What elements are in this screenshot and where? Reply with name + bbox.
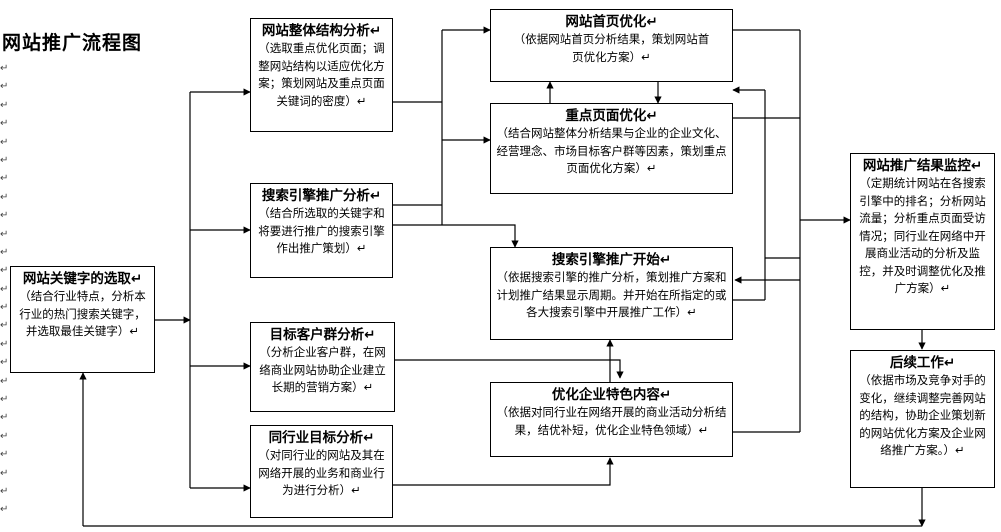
node-desc: （依据搜索引擎的推广分析，策划推广方案和计划推广结果显示周期。并开始在所指定的或…	[496, 270, 727, 319]
paragraph-mark: ↵	[0, 228, 9, 240]
node-title: 网站首页优化↵	[565, 14, 658, 30]
arrow-peer-to-feature	[393, 457, 614, 486]
node-title: 重点页面优化↵	[565, 108, 658, 124]
node-desc: （依据对同行业在网络开展的商业活动分析结果，结优补短，优化企业特色领域）↵	[496, 405, 727, 437]
paragraph-mark: ↵	[0, 338, 9, 350]
paragraph-mark: ↵	[0, 99, 9, 111]
paragraph-mark: ↵	[0, 118, 9, 130]
node-result-monitor: 网站推广结果监控↵ （定期统计网站在各搜索引擎中的排名；分析网站流量；分析重点页…	[850, 153, 995, 330]
paragraph-mark: ↵	[0, 302, 9, 314]
paragraph-mark: ↵	[0, 246, 9, 258]
paragraph-mark: ↵	[0, 430, 9, 442]
paragraph-mark: ↵	[0, 81, 9, 93]
page-title: 网站推广流程图	[2, 32, 143, 54]
node-followup-work: 后续工作↵ （依据市场及竞争对手的变化，继续调整完善网站的结构，协助企业策划新的…	[850, 350, 995, 488]
node-keypage-optimization: 重点页面优化↵ （结合网站整体分析结果与企业的企业文化、经营理念、市场目标客户群…	[490, 103, 733, 194]
paragraph-mark: ↵	[0, 357, 9, 369]
paragraph-mark: ↵	[0, 136, 9, 148]
paragraph-mark: ↵	[0, 283, 9, 295]
paragraph-mark: ↵	[0, 154, 9, 166]
node-peer-analysis: 同行业目标分析↵ （对同行业的网站及其在网络开展的业务和商业行为进行分析）↵	[250, 425, 393, 518]
node-title: 网站整体结构分析↵	[261, 23, 382, 39]
node-desc: （定期统计网站在各搜索引擎中的排名；分析网站流量；分析重点页面受访情况；同行业在…	[859, 176, 986, 295]
node-title: 优化企业特色内容↵	[551, 387, 672, 403]
arrow-search-to-start	[393, 224, 519, 248]
node-desc: （结合网站整体分析结果与企业的企业文化、经营理念、市场目标客户群等因素，策划重点…	[496, 126, 727, 175]
node-keyword-selection: 网站关键字的选取↵ （结合行业特点，分析本行业的热门搜索关键字，并选取最佳关键字…	[10, 266, 155, 373]
paragraph-mark: ↵	[0, 63, 9, 74]
node-title: 后续工作↵	[889, 355, 956, 371]
node-title: 搜索引擎推广开始↵	[551, 252, 672, 268]
paragraph-mark: ↵	[0, 191, 9, 203]
node-title: 网站推广结果监控↵	[862, 158, 983, 174]
node-desc: （依据市场及竞争对手的变化，继续调整完善网站的结构，协助企业策划新的网站优化方案…	[859, 373, 986, 457]
node-desc: （选取重点优化页面；调整网站结构以适应优化方案；策划网站及重点页面关键词的密度）…	[258, 41, 385, 108]
paragraph-mark: ↵	[0, 375, 9, 387]
node-desc: （结合所选取的关键字和将要进行推广的搜索引擎作出推广策划）↵	[258, 206, 385, 255]
paragraph-mark: ↵	[0, 173, 9, 185]
node-desc: （依据网站首页分析结果，策划网站首页优化方案）↵	[513, 32, 710, 64]
paragraph-mark: ↵	[0, 412, 9, 424]
node-title: 网站关键字的选取↵	[22, 271, 143, 287]
paragraph-mark: ↵	[0, 467, 9, 479]
paragraph-mark: ↵	[0, 485, 9, 497]
node-search-analysis: 搜索引擎推广分析↵ （结合所选取的关键字和将要进行推广的搜索引擎作出推广策划）↵	[250, 183, 393, 278]
paragraph-mark: ↵	[0, 504, 9, 516]
node-title: 搜索引擎推广分析↵	[261, 188, 382, 204]
paragraph-mark: ↵	[0, 394, 9, 406]
node-title: 同行业目标分析↵	[268, 430, 375, 446]
node-customer-analysis: 目标客户群分析↵ （分析企业客户群，在网络商业网站协助企业建立长期的营销方案）↵	[250, 322, 395, 412]
node-homepage-optimization: 网站首页优化↵ （依据网站首页分析结果，策划网站首页优化方案）↵	[490, 9, 733, 82]
node-desc: （对同行业的网站及其在网络开展的业务和商业行为进行分析）↵	[258, 448, 385, 497]
node-desc: （分析企业客户群，在网络商业网站协助企业建立长期的营销方案）↵	[259, 345, 386, 394]
arrow-customer-to-feature	[395, 359, 624, 379]
paragraph-marks: ↵ ↵ ↵ ↵ ↵ ↵ ↵ ↵ ↵ ↵ ↵ ↵ ↵ ↵ ↵ ↵ ↵ ↵ ↵ ↵ …	[0, 60, 14, 520]
node-search-start: 搜索引擎推广开始↵ （依据搜索引擎的推广分析，策划推广方案和计划推广结果显示周期…	[490, 247, 733, 340]
paragraph-mark: ↵	[0, 265, 9, 277]
paragraph-mark: ↵	[0, 320, 9, 332]
paragraph-mark: ↵	[0, 210, 9, 222]
node-site-structure: 网站整体结构分析↵ （选取重点优化页面；调整网站结构以适应优化方案；策划网站及重…	[250, 18, 393, 132]
paragraph-mark: ↵	[0, 449, 9, 461]
node-desc: （结合行业特点，分析本行业的热门搜索关键字，并选取最佳关键字）↵	[19, 289, 146, 338]
node-title: 目标客户群分析↵	[269, 327, 376, 343]
node-feature-content: 优化企业特色内容↵ （依据对同行业在网络开展的商业活动分析结果，结优补短，优化企…	[490, 382, 733, 457]
